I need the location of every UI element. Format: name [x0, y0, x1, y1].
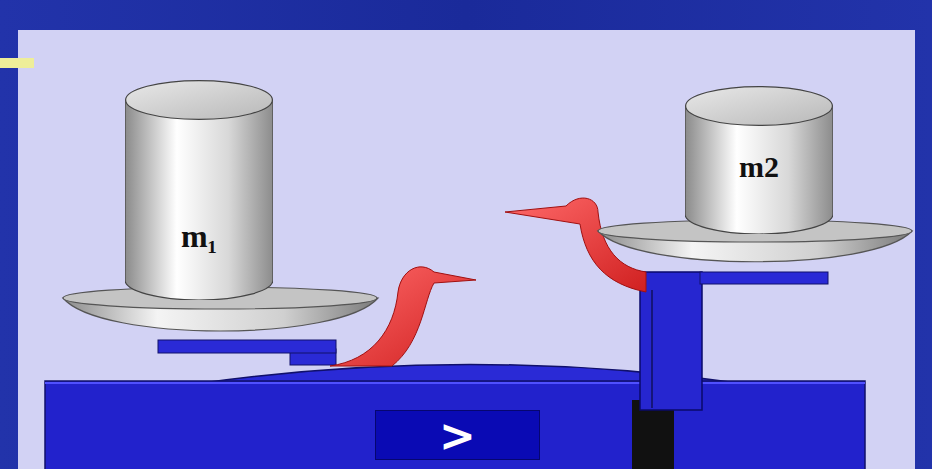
body-edge	[45, 382, 865, 384]
left-pointer	[330, 267, 476, 366]
post-shade	[651, 290, 653, 408]
mass-cylinder: m2	[685, 86, 833, 234]
cylinder-top	[686, 87, 833, 126]
mass-label: m2	[685, 150, 833, 184]
cylinder-outline	[125, 80, 273, 300]
scale-body	[45, 381, 865, 469]
accent-strip	[0, 58, 34, 68]
left-plate	[158, 340, 336, 353]
mass-cylinder: m₁	[125, 80, 273, 300]
right-plate	[700, 272, 828, 284]
mass-label: m₁	[125, 218, 273, 254]
cylinder-body	[125, 100, 273, 300]
right-post	[640, 272, 702, 410]
comparison-display: >	[375, 410, 540, 460]
cylinder-top	[126, 81, 273, 120]
comparison-sign: >	[376, 411, 539, 461]
